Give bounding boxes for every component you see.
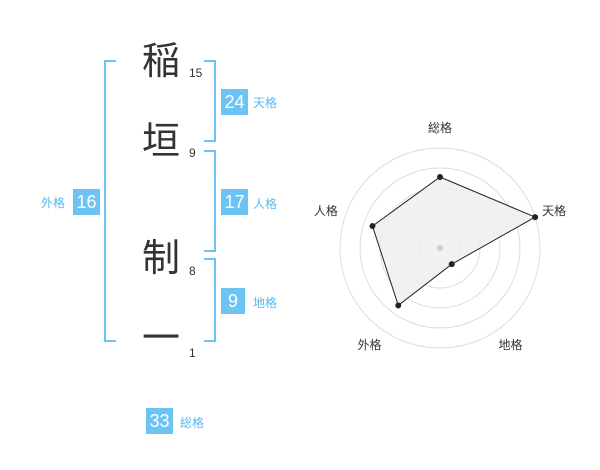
radar-center-dot bbox=[437, 245, 443, 251]
radar-data-point bbox=[532, 214, 539, 221]
name-char-4: 一 bbox=[141, 316, 180, 360]
name-char-2: 垣 bbox=[141, 119, 180, 163]
name-char-3: 制 bbox=[141, 236, 180, 280]
radar-data-point bbox=[437, 174, 443, 180]
tenkaku-bracket bbox=[204, 60, 216, 142]
gaikaku-label: 外格 bbox=[41, 196, 66, 210]
radar-axis-label: 外格 bbox=[357, 337, 381, 352]
jinkaku-value: 17 bbox=[221, 189, 248, 215]
stroke-count-4: 1 bbox=[189, 346, 196, 360]
radar-axis-label: 地格 bbox=[499, 337, 523, 352]
radar-axis-label: 天格 bbox=[542, 203, 566, 218]
soukaku-label: 総格 bbox=[180, 416, 205, 430]
tenkaku-value: 24 bbox=[221, 89, 248, 115]
gaikaku-bracket bbox=[104, 60, 116, 342]
stroke-count-2: 9 bbox=[189, 146, 196, 160]
radar-data-point bbox=[395, 302, 402, 309]
radar-data-point bbox=[448, 261, 455, 268]
jinkaku-label: 人格 bbox=[253, 197, 278, 211]
radar-grid-ring bbox=[359, 167, 521, 329]
tenkaku-label: 天格 bbox=[253, 96, 278, 110]
stroke-count-1: 15 bbox=[189, 66, 203, 80]
radar-data-point bbox=[369, 223, 376, 230]
radar-grid-ring bbox=[339, 147, 541, 349]
radar-axis-label: 総格 bbox=[428, 120, 452, 135]
radar-data-area bbox=[371, 176, 537, 307]
chikaku-label: 地格 bbox=[253, 296, 278, 310]
gaikaku-value: 16 bbox=[73, 189, 100, 215]
soukaku-value: 33 bbox=[146, 408, 173, 434]
jinkaku-bracket bbox=[204, 150, 216, 252]
chikaku-value: 9 bbox=[221, 288, 245, 314]
stroke-count-3: 8 bbox=[189, 264, 196, 278]
name-char-1: 稲 bbox=[141, 39, 180, 83]
chikaku-bracket bbox=[204, 258, 216, 342]
radar-axis-label: 人格 bbox=[314, 203, 338, 218]
